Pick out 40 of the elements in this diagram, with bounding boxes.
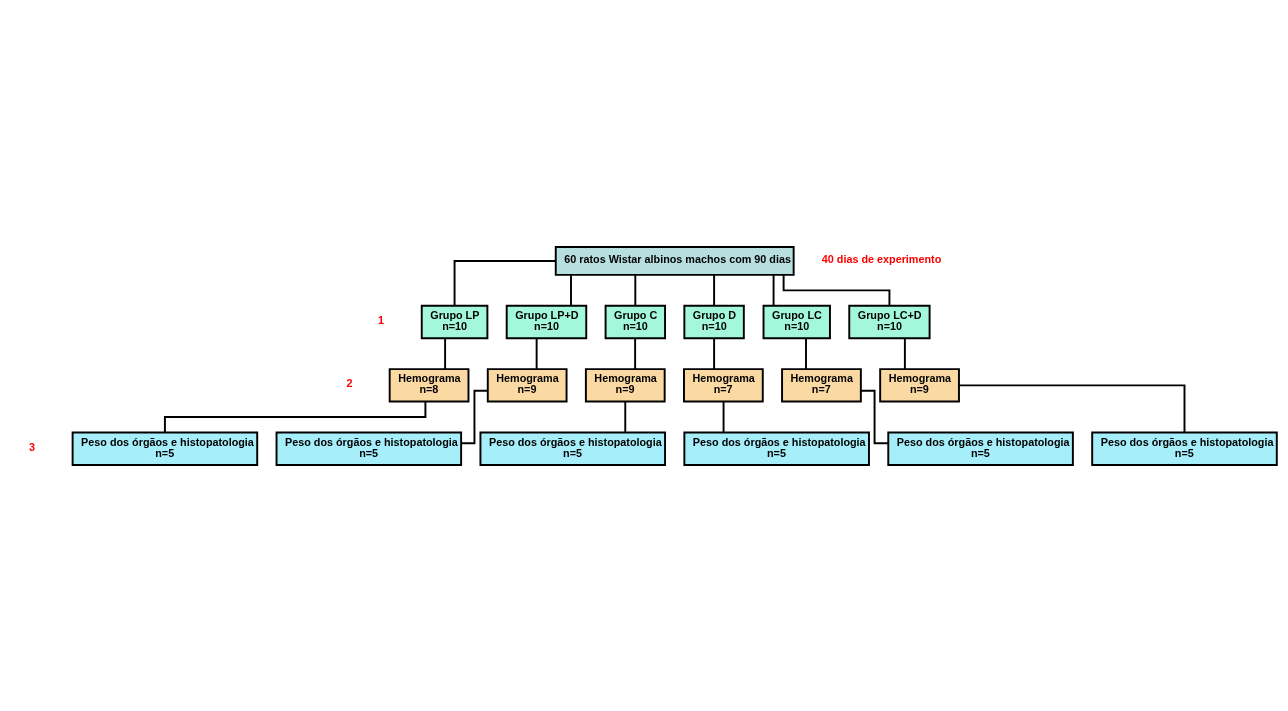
node-box: Peso dos órgãos e histopatologia n=5 <box>683 431 870 466</box>
node-box: Peso dos órgãos e histopatologia n=5 <box>1091 431 1278 466</box>
connector <box>722 400 725 433</box>
node-box: Hemograma n=8 <box>388 367 470 403</box>
connector <box>772 273 775 307</box>
connector <box>713 336 716 370</box>
connector <box>624 400 627 433</box>
node-box: Hemograma n=9 <box>486 367 568 403</box>
connector <box>444 336 447 370</box>
label: 2 <box>346 376 353 389</box>
label: 3 <box>28 440 35 453</box>
connector <box>958 383 1186 433</box>
connector <box>903 336 906 370</box>
node-box: Grupo LP+D n=10 <box>505 304 588 339</box>
node-box: Grupo LP n=10 <box>420 304 489 339</box>
connector <box>634 336 637 370</box>
connector <box>859 389 890 444</box>
node-box: Peso dos órgãos e histopatologia n=5 <box>887 431 1074 466</box>
connector <box>570 273 572 307</box>
node-box: Hemograma n=9 <box>879 367 960 403</box>
connector <box>460 389 489 444</box>
label: 1 <box>378 313 385 326</box>
connector <box>453 259 557 307</box>
connector <box>805 336 807 370</box>
connector <box>782 273 891 306</box>
node-box: Peso dos órgãos e histopatologia n=5 <box>275 431 463 466</box>
node-box: Hemograma n=9 <box>584 367 666 403</box>
node-box: Grupo C n=10 <box>604 304 666 339</box>
node-box: Hemograma n=7 <box>683 367 764 403</box>
node-box: Peso dos órgãos e histopatologia n=5 <box>71 431 259 466</box>
connector <box>634 273 637 307</box>
node-box: Grupo D n=10 <box>683 304 745 339</box>
node-box: Grupo LC+D n=10 <box>848 304 931 339</box>
node-box: Peso dos órgãos e histopatologia n=5 <box>479 431 666 466</box>
label: 40 dias de experimento <box>821 252 942 265</box>
node-box: 60 ratos Wistar albinos machos com 90 dias <box>554 245 795 276</box>
node-box: Hemograma n=7 <box>781 367 862 403</box>
node-box: Grupo LC n=10 <box>762 304 831 339</box>
connector <box>713 273 716 307</box>
connector <box>535 336 538 370</box>
